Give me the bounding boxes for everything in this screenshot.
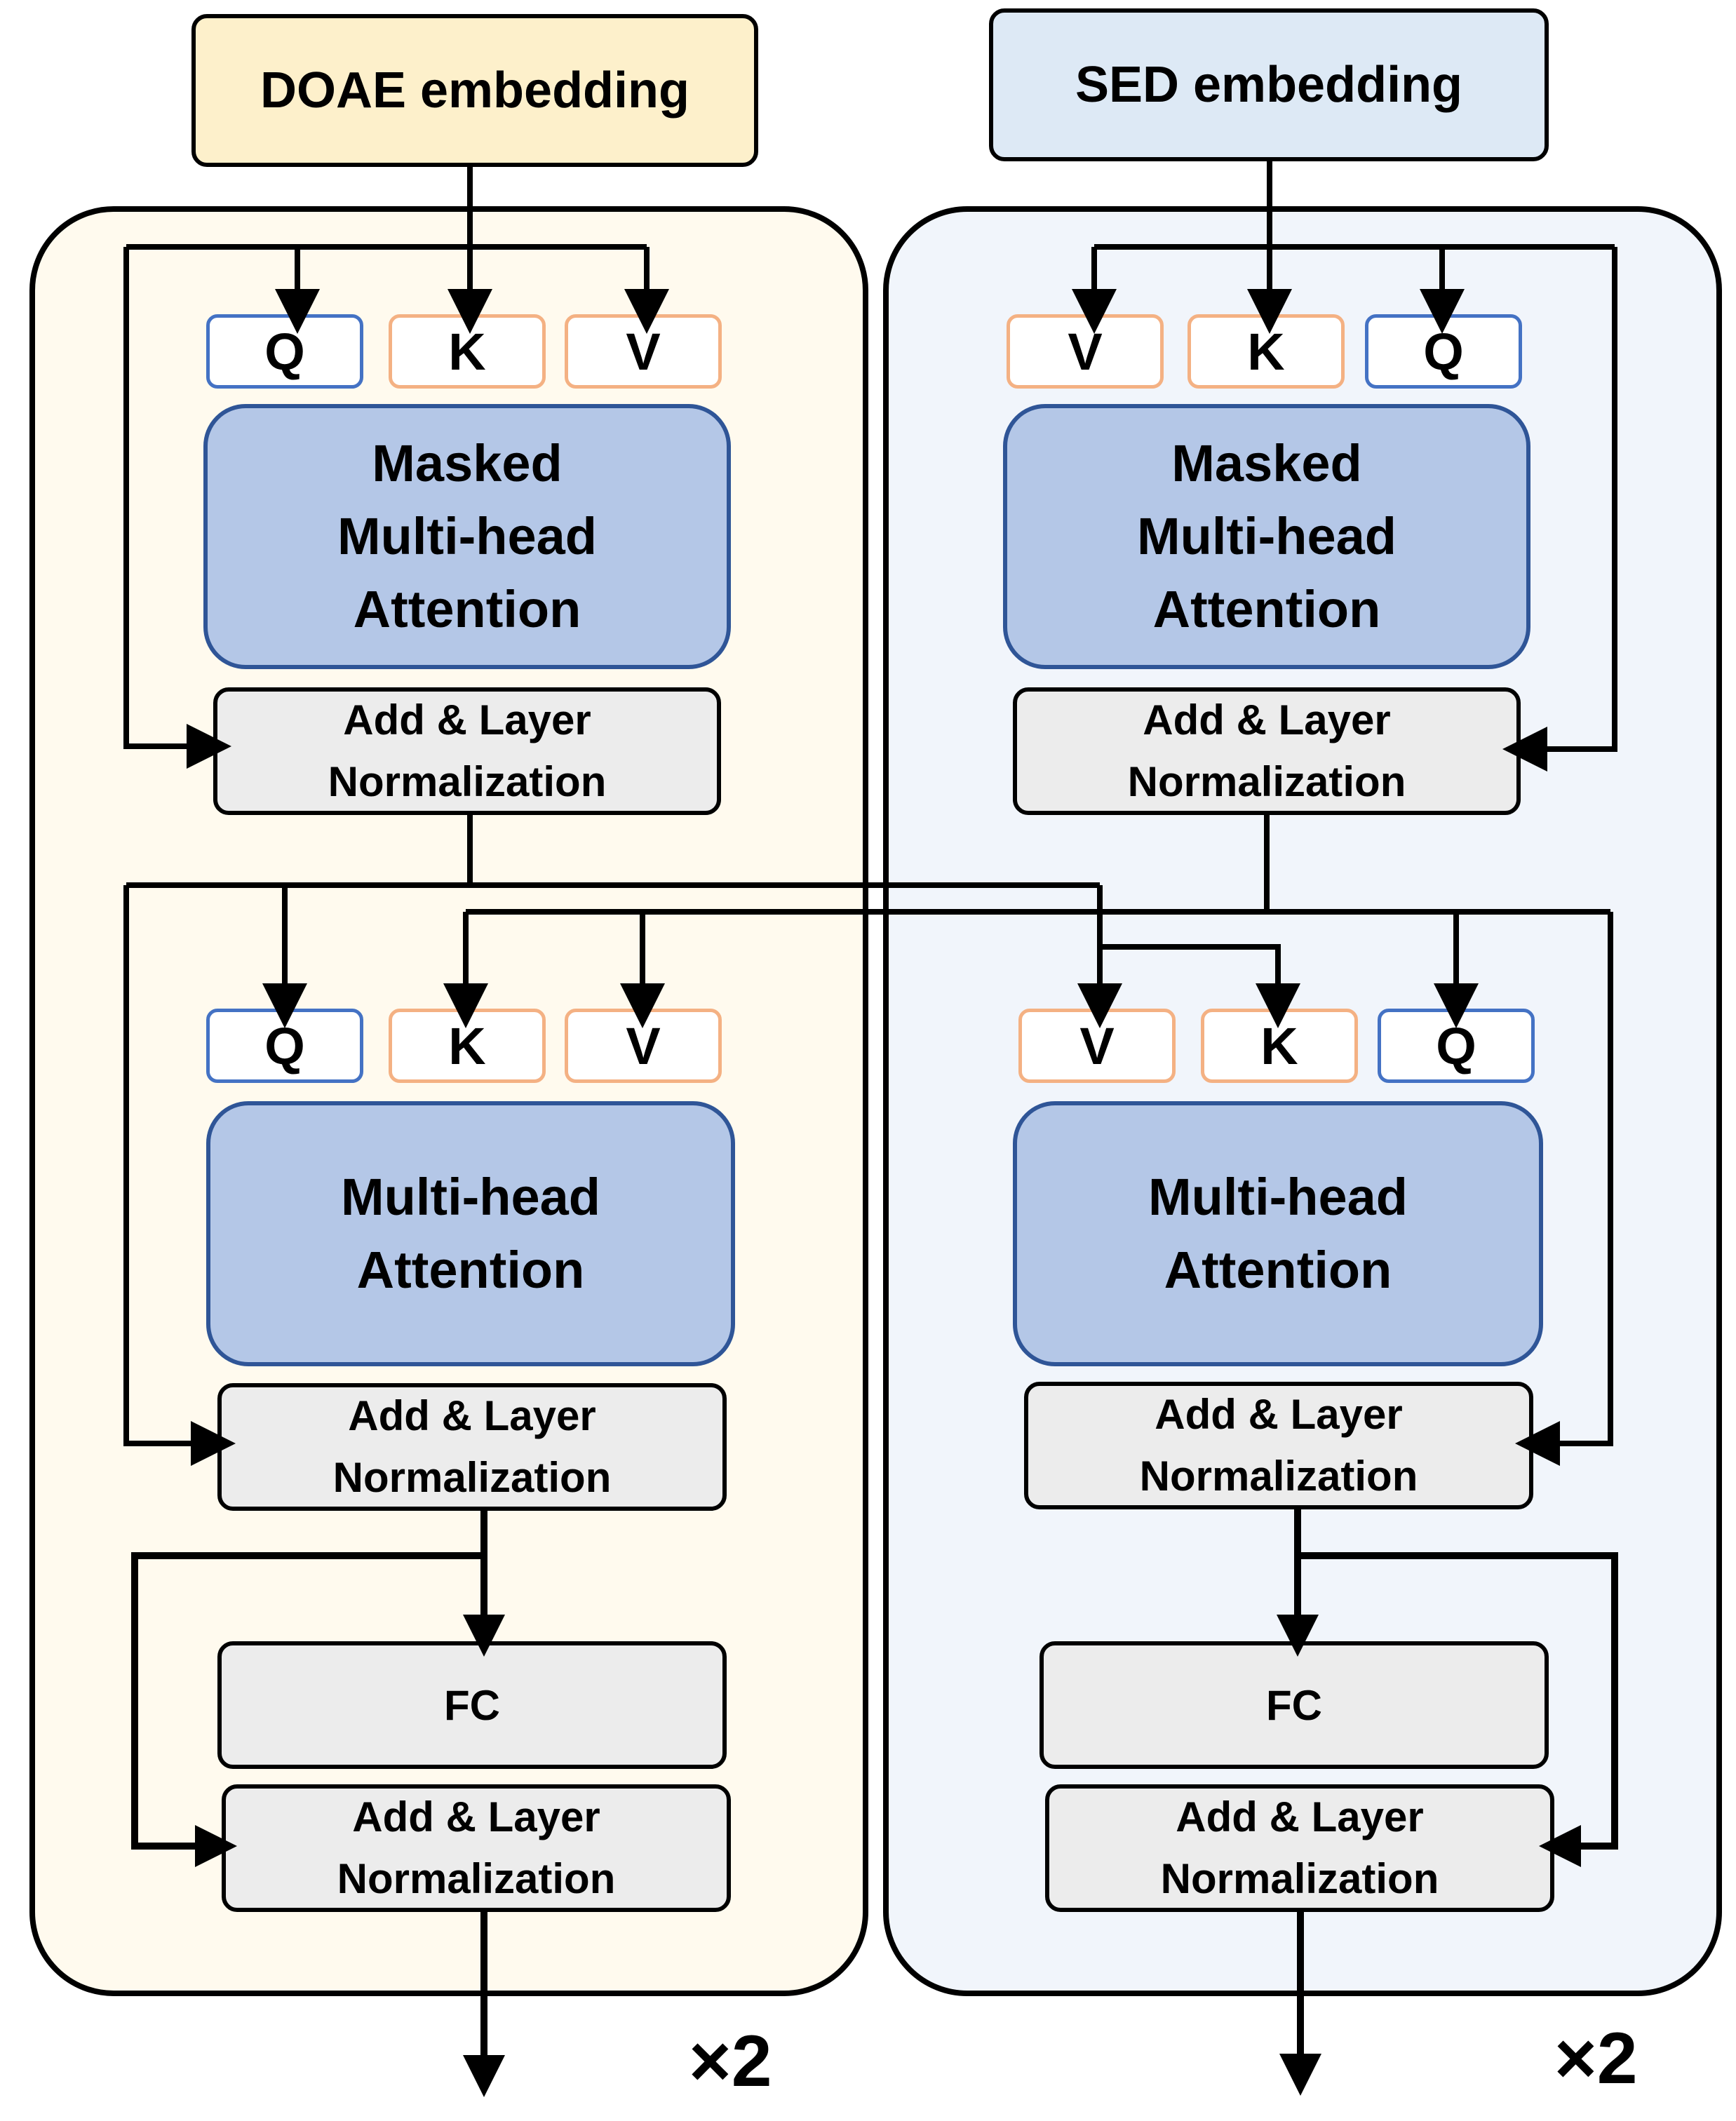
norm-label-line2: Normalization xyxy=(337,1855,616,1902)
right-residual-1 xyxy=(1502,247,1617,772)
left-residual-2 xyxy=(123,885,236,1466)
right-residual-2 xyxy=(1515,912,1613,1466)
norm-label-line2: Normalization xyxy=(1139,1453,1418,1500)
attention-label-line2: Attention xyxy=(1164,1241,1392,1299)
left-repeat-label: ×2 xyxy=(689,2021,772,2102)
right-add-norm-2: Add & Layer Normalization xyxy=(1024,1382,1533,1509)
attention-label-line2: Multi-head xyxy=(1137,507,1397,565)
attention-label-line1: Multi-head xyxy=(341,1168,600,1226)
right-residual-3 xyxy=(1298,1552,1618,1867)
attention-label-line1: Multi-head xyxy=(1148,1168,1408,1226)
norm-label-line1: Add & Layer xyxy=(1155,1391,1403,1438)
right-add-norm-3: Add & Layer Normalization xyxy=(1045,1784,1554,1912)
attention-label-line1: Masked xyxy=(1171,434,1362,492)
attention-label-line2: Attention xyxy=(356,1241,585,1299)
right-masked-multihead-attention: Masked Multi-head Attention xyxy=(1003,404,1530,669)
doae-embedding-box: DOAE embedding xyxy=(191,14,758,167)
norm-label-line1: Add & Layer xyxy=(343,696,591,743)
norm-label-line2: Normalization xyxy=(1160,1855,1439,1902)
cross-doae-to-sed xyxy=(1097,885,1300,1028)
left-add-norm-2: Add & Layer Normalization xyxy=(217,1383,727,1511)
attention-label-line1: Masked xyxy=(372,434,563,492)
left-fc-layer: FC xyxy=(217,1641,727,1769)
norm-label-line1: Add & Layer xyxy=(1176,1793,1424,1840)
norm-label-line1: Add & Layer xyxy=(1143,696,1391,743)
norm-label-line1: Add & Layer xyxy=(352,1793,600,1840)
fc-label: FC xyxy=(1266,1681,1322,1729)
right-add-norm-1: Add & Layer Normalization xyxy=(1013,687,1521,815)
left-residual-3 xyxy=(131,1552,484,1867)
left-block2-key-input: K xyxy=(389,1009,546,1083)
norm-label-line2: Normalization xyxy=(328,758,607,805)
norm-label-line2: Normalization xyxy=(1127,758,1406,805)
left-residual-1 xyxy=(123,247,231,769)
fc-label: FC xyxy=(444,1681,500,1729)
sed-embedding-box: SED embedding xyxy=(989,8,1549,161)
doae-embedding-label: DOAE embedding xyxy=(260,62,690,119)
attention-label-line3: Attention xyxy=(353,580,581,638)
norm-label-line2: Normalization xyxy=(332,1454,612,1501)
right-repeat-label: ×2 xyxy=(1554,2018,1638,2099)
attention-label-line2: Multi-head xyxy=(337,507,597,565)
norm-label-line1: Add & Layer xyxy=(348,1392,596,1439)
right-multihead-attention: Multi-head Attention xyxy=(1013,1101,1543,1366)
attention-label-line3: Attention xyxy=(1152,580,1381,638)
left-masked-multihead-attention: Masked Multi-head Attention xyxy=(203,404,731,669)
left-block1-key-input: K xyxy=(389,314,546,389)
sed-embedding-label: SED embedding xyxy=(1075,57,1463,113)
left-add-norm-1: Add & Layer Normalization xyxy=(213,687,721,815)
left-multihead-attention: Multi-head Attention xyxy=(206,1101,735,1366)
